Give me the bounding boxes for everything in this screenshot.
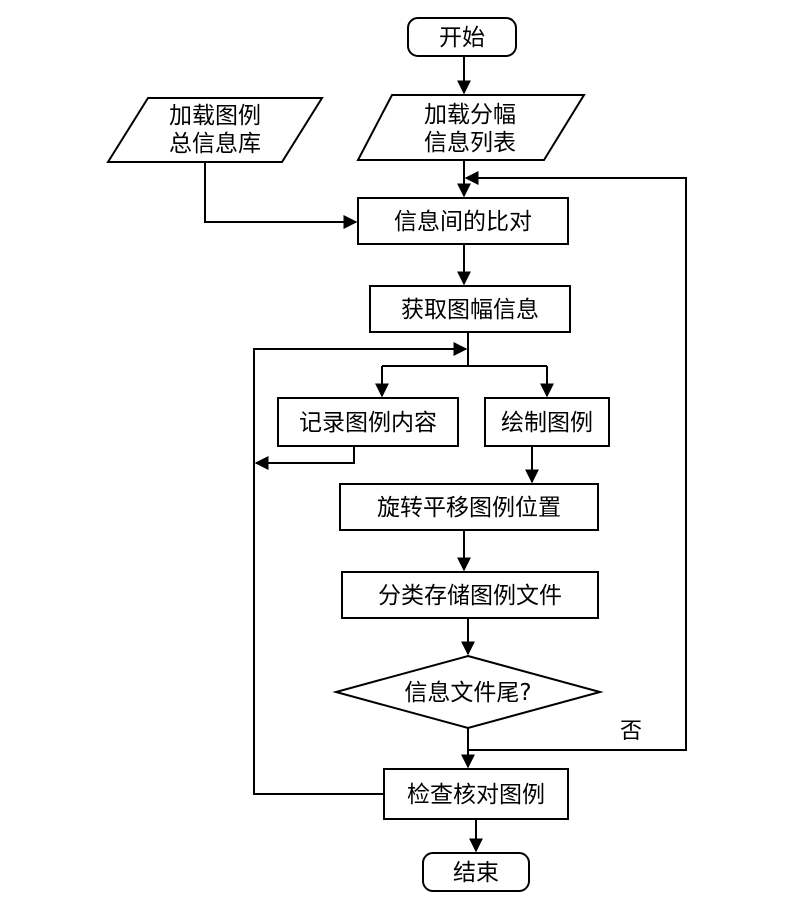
- get-sheet-info-node: [369, 285, 571, 333]
- draw-legend-label: 绘制图例: [501, 410, 593, 436]
- compare-info-label: 信息间的比对: [394, 209, 532, 235]
- load-sheet-list-node: [356, 94, 586, 161]
- arrow-loop-check-to-get-info: [253, 342, 468, 795]
- get-sheet-info-label: 获取图幅信息: [401, 297, 539, 323]
- arrow-load-legend-to-compare: [204, 162, 358, 229]
- arrow-record-to-loop: [254, 446, 355, 470]
- start-node: [407, 17, 517, 57]
- start-label: 开始: [439, 25, 485, 51]
- check-legend-node: [383, 768, 569, 820]
- load-legend-db-node: [106, 97, 324, 163]
- end-label: 结束: [453, 860, 499, 886]
- arrow-loop-no-to-compare: [464, 171, 687, 751]
- rotate-translate-node: [339, 483, 599, 531]
- classify-store-node: [341, 571, 599, 619]
- decision-eof-label: 信息文件尾?: [404, 680, 531, 706]
- load-legend-db-label-1: 加载图例: [169, 103, 261, 129]
- record-legend-label: 记录图例内容: [299, 410, 437, 436]
- draw-legend-node: [484, 397, 610, 447]
- load-legend-db-label-2: 总信息库: [169, 131, 261, 157]
- no-branch-label: 否: [620, 719, 642, 744]
- load-sheet-list-label-1: 加载分幅: [424, 102, 516, 128]
- classify-store-label: 分类存储图例文件: [378, 583, 562, 609]
- rotate-translate-label: 旋转平移图例位置: [377, 495, 561, 521]
- record-legend-node: [277, 397, 459, 447]
- end-node: [422, 852, 530, 892]
- load-sheet-list-label-2: 信息列表: [424, 130, 516, 156]
- check-legend-label: 检查核对图例: [407, 782, 545, 808]
